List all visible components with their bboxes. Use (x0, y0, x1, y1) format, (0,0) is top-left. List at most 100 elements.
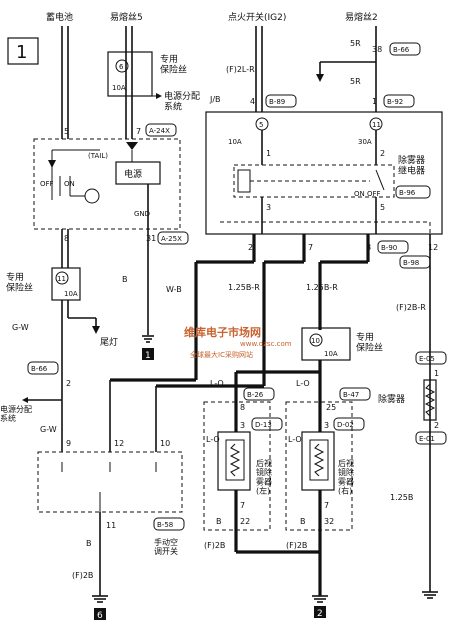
fuse-11-box (51, 267, 81, 301)
wire-wb-label: W-B (166, 285, 182, 294)
ground-2-num: 2 (317, 609, 323, 619)
mirror-left-heater (217, 431, 251, 491)
fuse-10-label: 专用保险丝 (356, 331, 383, 353)
arrow-down-icon (316, 74, 324, 82)
defogger-relay-box (233, 164, 395, 198)
conn-a24x: A-24X (149, 127, 170, 135)
fuse-10-rating: 10A (324, 350, 338, 358)
pin7-label: 7 (136, 127, 141, 136)
pin32: 32 (324, 517, 334, 526)
conn-d02: D-02 (337, 421, 354, 429)
fuse-11-num: 11 (57, 275, 66, 283)
ac-switch-name: 手动空调开关 (154, 537, 178, 556)
defogger-pin2: 2 (434, 421, 439, 430)
watermark-url: www.dzsc.com (240, 340, 292, 348)
conn-b89: B-89 (269, 98, 285, 106)
pin1-top: 1 (372, 97, 377, 106)
ac-switch-box (37, 451, 183, 513)
pin8-left: 8 (240, 403, 245, 412)
tail-label: (TAIL) (88, 152, 108, 160)
off-label: OFF (40, 180, 54, 188)
conn-d02-box (333, 417, 365, 431)
sw-pin9: 9 (66, 439, 71, 448)
defogger-element-icon (423, 379, 437, 421)
mir-r-pin3: 3 (324, 421, 329, 430)
conn-b89-box (265, 94, 297, 108)
ignition-switch-label: 点火开关(IG2) (228, 11, 286, 23)
pin2-label: 2 (66, 379, 71, 388)
conn-b92: B-92 (387, 98, 403, 106)
tail-lamp-arrow-icon (92, 326, 100, 334)
fuse-5-rating: 10A (228, 138, 242, 146)
fusible-link-5-label: 易熔丝5 (110, 11, 143, 23)
conn-b96-box (395, 185, 431, 199)
mir-r-pin7: 7 (324, 501, 329, 510)
relay-contact-icon (375, 169, 385, 191)
fuse-11b-rating: 30A (358, 138, 372, 146)
page-number-box (7, 37, 39, 65)
fuse-6-box (107, 51, 153, 97)
sw-pin10: 10 (160, 439, 170, 448)
wire-gw-2: G-W (40, 425, 57, 434)
power-block (115, 161, 161, 185)
relay-pin1: 1 (266, 149, 271, 158)
pin4: 4 (250, 97, 255, 106)
mirror-left-name: 后视镜除雾器(左) (256, 458, 272, 496)
fuse-10-num: 10 (311, 337, 320, 345)
conn-b90-box (377, 240, 409, 254)
pin22: 22 (240, 517, 250, 526)
out-pin12: 12 (428, 243, 438, 252)
fuse-6-rating: 10A (112, 84, 126, 92)
pin38: 38 (372, 45, 382, 54)
wire-b-r: B (300, 517, 306, 526)
out-pin7: 7 (308, 243, 313, 252)
power-label: 电源 (124, 168, 142, 180)
power-dist-label: 电源分配系统 (164, 90, 200, 112)
fusible-link-2-label: 易熔丝2 (345, 11, 378, 23)
relay-on-off: ON OFF (354, 190, 381, 198)
conn-b98: B-98 (403, 259, 419, 267)
sw-wire-b: B (86, 539, 92, 548)
relay-name: 除雾器继电器 (398, 154, 425, 176)
on-label: ON (64, 180, 75, 188)
relay-pin5: 5 (380, 203, 385, 212)
gnd-label: GND (134, 210, 150, 218)
pin8-label: 8 (64, 234, 69, 243)
mir-l-pin7: 7 (240, 501, 245, 510)
relay-pin2: 2 (380, 149, 385, 158)
power-dist-2-label: 电源分配系统 (0, 404, 32, 423)
conn-d13: D-13 (255, 421, 272, 429)
wire-gw-1: G-W (12, 323, 29, 332)
jb-label: J/B (209, 95, 221, 104)
lo-3: L-O (206, 435, 220, 444)
wire-lo-1: L-O (210, 379, 224, 388)
conn-e05-box (415, 351, 447, 365)
ground-2-badge (314, 606, 326, 618)
conn-b47: B-47 (343, 391, 359, 399)
conn-b58-box (153, 517, 185, 531)
ground-6-badge (94, 608, 106, 620)
conn-b66-right-box (389, 42, 421, 56)
fuse-6-icon (115, 59, 129, 73)
defogger-pin1: 1 (434, 369, 439, 378)
fuse-11b-num: 11 (372, 121, 381, 129)
wire-lo-2: L-O (296, 379, 310, 388)
ground-1-badge (142, 348, 154, 360)
relay-pin3: 3 (266, 203, 271, 212)
conn-a24x-box (145, 123, 177, 137)
conn-b66-right: B-66 (393, 46, 410, 54)
wire-2lr: (F)2L-R (226, 65, 255, 74)
sw-pin12: 12 (114, 439, 124, 448)
fuse-6-num: 6 (119, 63, 124, 71)
conn-b26-box (243, 387, 275, 401)
wire-b-l: B (216, 517, 222, 526)
ground-6-num: 6 (97, 611, 103, 621)
conn-b92-box (383, 94, 415, 108)
switch-arrow-icon (48, 160, 56, 168)
fuse-11-label: 专用保险丝 (6, 271, 33, 293)
wire-2b-r: (F)2B (286, 541, 307, 550)
pin25: 25 (326, 403, 336, 412)
defogger-name: 除雾器 (378, 393, 405, 405)
